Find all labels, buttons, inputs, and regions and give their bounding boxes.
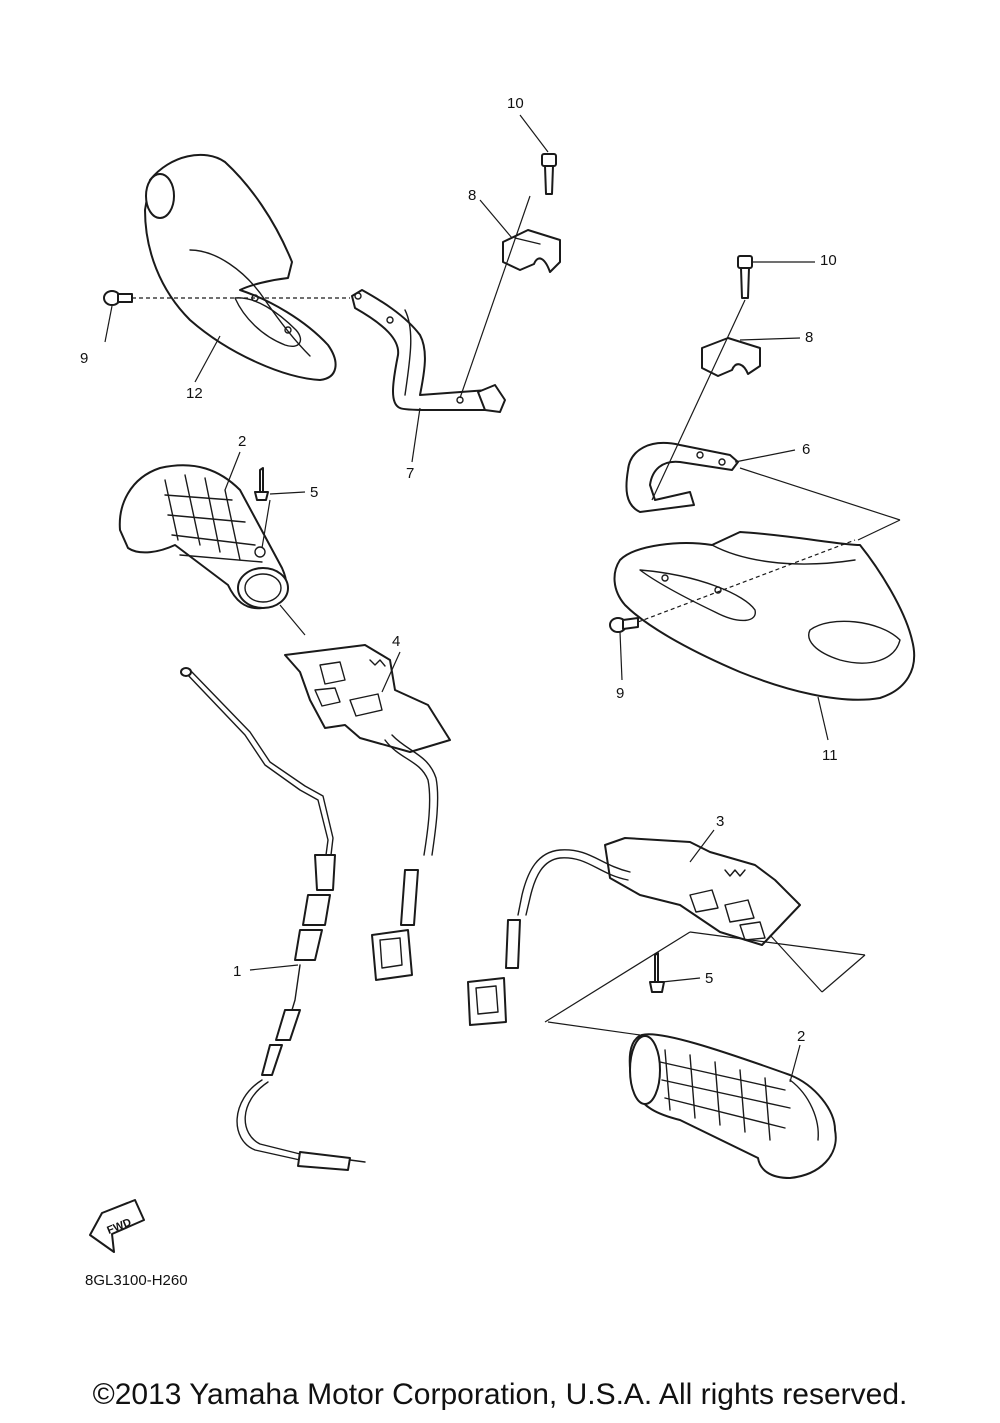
- screw-right: [609, 617, 639, 633]
- cable: [180, 667, 366, 1171]
- callout-11: 11: [822, 747, 838, 764]
- bolt-top-right: [737, 255, 753, 299]
- callout-9-right: 9: [616, 685, 624, 702]
- bolt-top-left: [541, 153, 557, 195]
- connector-right: [467, 977, 507, 1026]
- diagram-code: 8GL3100-H260: [85, 1272, 188, 1289]
- rivet-right: [649, 952, 665, 993]
- callout-3: 3: [716, 813, 724, 830]
- connector-left: [371, 929, 413, 981]
- heater-element-right: [604, 837, 801, 946]
- heater-element-left: [284, 644, 451, 753]
- callout-8-left: 8: [468, 187, 476, 204]
- hand-guard-left: [144, 153, 337, 381]
- callout-7: 7: [406, 465, 414, 482]
- callout-9-left: 9: [80, 350, 88, 367]
- callout-12: 12: [186, 385, 203, 402]
- screw-left: [103, 290, 133, 306]
- callout-5-left: 5: [310, 484, 318, 501]
- callout-10-left: 10: [507, 95, 524, 112]
- copyright-notice: ©2013 Yamaha Motor Corporation, U.S.A. A…: [92, 1378, 908, 1411]
- callout-5-right: 5: [705, 970, 713, 987]
- bracket-left: [351, 289, 506, 413]
- callout-2-left: 2: [238, 433, 246, 450]
- fwd-arrow-icon: FWD: [89, 1199, 145, 1253]
- callout-8-right: 8: [805, 329, 813, 346]
- bracket-right: [625, 442, 739, 513]
- callout-6: 6: [802, 441, 810, 458]
- callout-4: 4: [392, 633, 400, 650]
- callout-2-right: 2: [797, 1028, 805, 1045]
- grip-left: [118, 464, 289, 610]
- clamp-left: [502, 229, 561, 273]
- hand-guard-right: [613, 531, 916, 701]
- callout-1: 1: [233, 963, 241, 980]
- callout-10-right: 10: [820, 252, 837, 269]
- grip-right: [628, 1033, 837, 1179]
- clamp-right: [701, 337, 761, 377]
- rivet-left: [254, 467, 269, 501]
